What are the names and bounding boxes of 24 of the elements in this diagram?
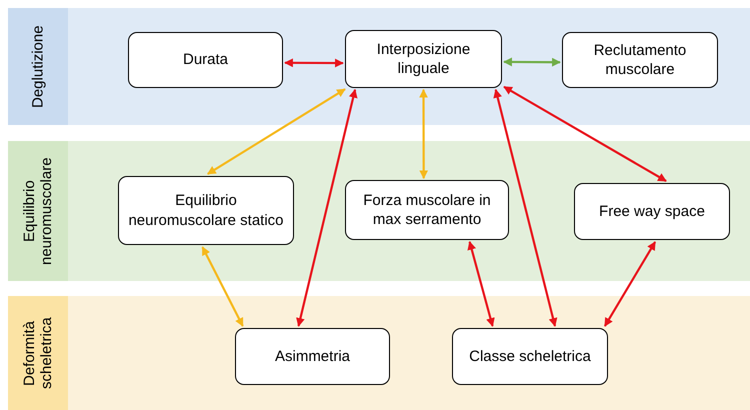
process-box: Asimmetria: [235, 328, 390, 385]
arrow: [604, 241, 656, 327]
process-box: Reclutamento muscolare: [562, 32, 718, 88]
arrow: [493, 88, 558, 327]
process-box: Equilibrio neuromuscolare statico: [118, 176, 294, 245]
swimlane-band: [8, 141, 750, 281]
process-box: Forza muscolare in max serramento: [345, 180, 509, 240]
arrow: [202, 246, 244, 327]
process-box: Free way space: [574, 183, 730, 240]
lane-title: Deformità scheletrica: [8, 296, 68, 410]
arrow: [296, 88, 358, 327]
lane-title: Deglutizione: [8, 8, 68, 125]
process-box: Interposizione linguale: [345, 30, 502, 88]
process-box: Durata: [128, 32, 283, 88]
process-box: Classe scheletrica: [452, 328, 608, 385]
arrow: [467, 240, 495, 327]
arrow: [419, 88, 428, 180]
arrow: [503, 86, 667, 182]
arrow: [503, 58, 561, 67]
swimlane-band: [8, 296, 750, 410]
swimlane-band: [8, 8, 750, 125]
lane-title: Equilibrio neuromuscolare: [8, 141, 68, 281]
arrow: [284, 58, 344, 68]
arrow: [207, 88, 346, 175]
